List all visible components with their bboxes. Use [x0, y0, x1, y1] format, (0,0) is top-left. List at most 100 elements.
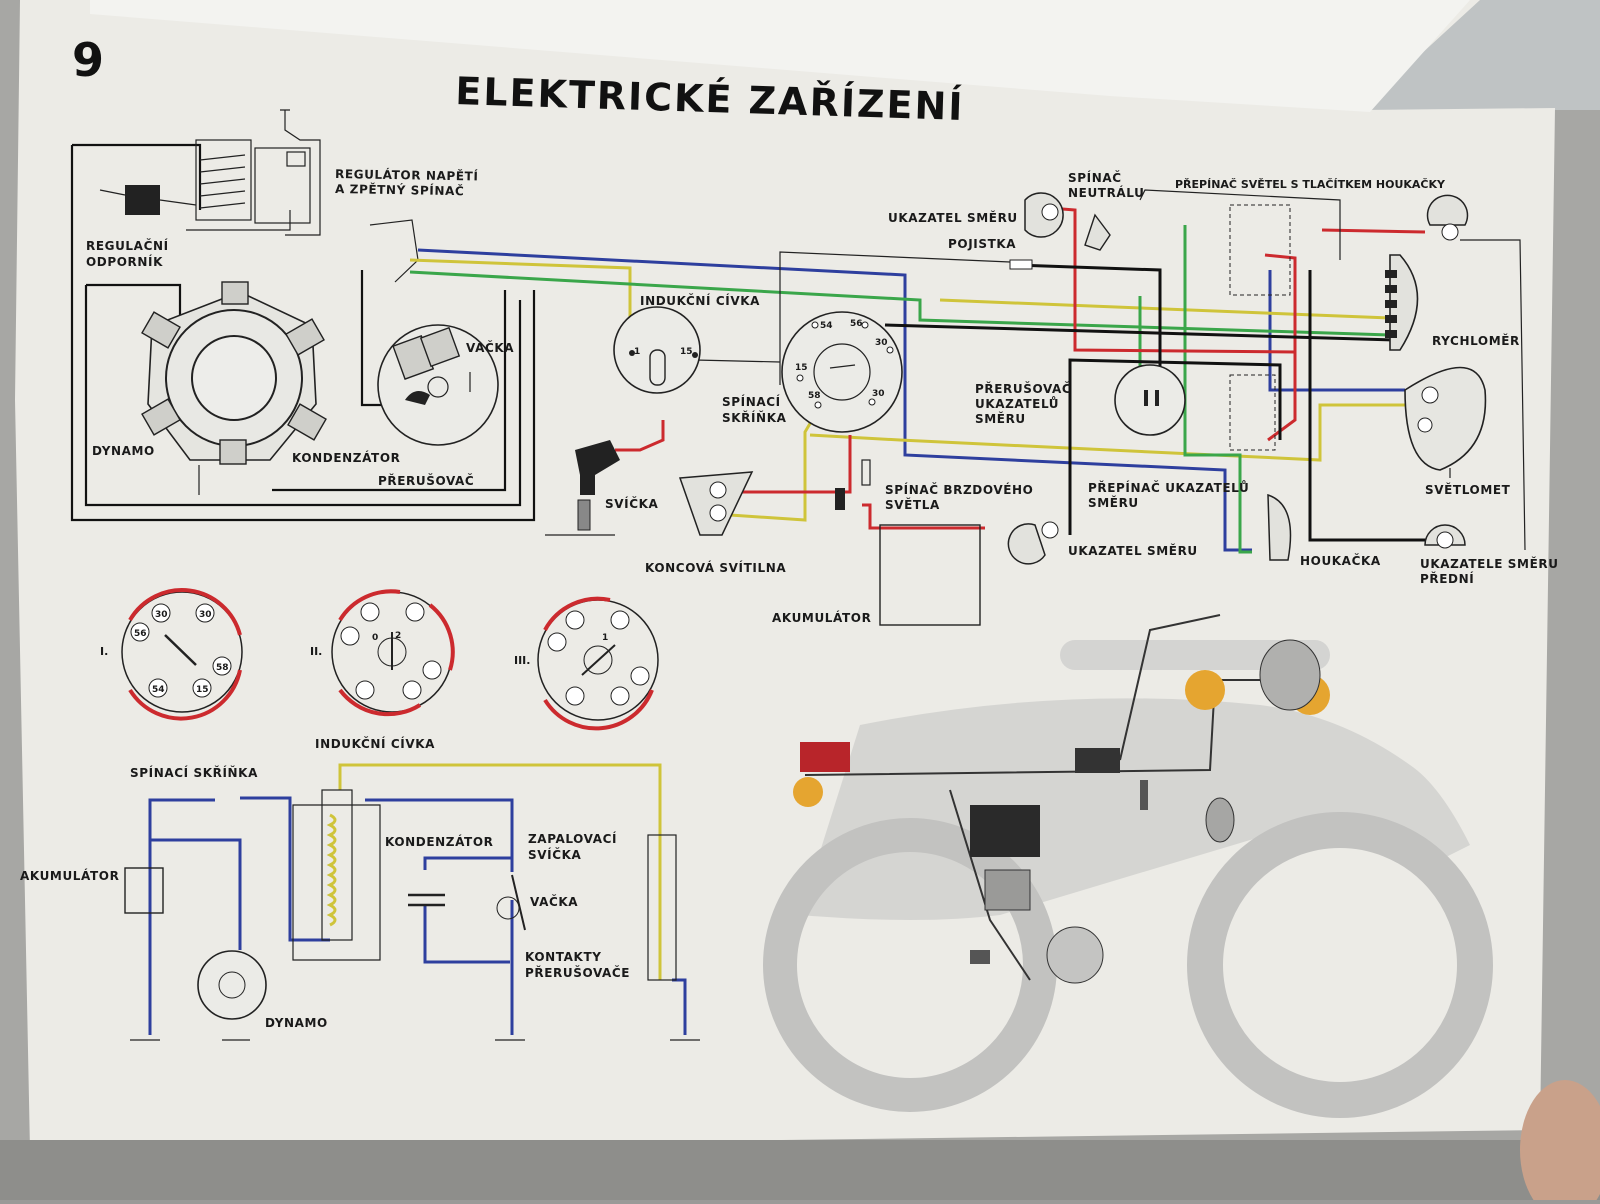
label-odpornik-2: ODPORNÍK — [86, 254, 163, 269]
wire-black-fuse — [1014, 263, 1162, 400]
label-spinaci-1: SPÍNACÍ — [722, 394, 781, 409]
label-prerus-ukaz-2: UKAZATELŮ — [975, 396, 1059, 411]
wire-black-front — [1308, 270, 1430, 542]
label-schem-kondenzator: KONDENZÁTOR — [385, 834, 494, 849]
coil-terminal-1: 1 — [634, 347, 640, 357]
battery-box — [879, 524, 981, 626]
switch-terminal-54: 54 — [820, 321, 833, 331]
label-dynamo: DYNAMO — [92, 444, 155, 458]
label-neutralu-2: NEUTRÁLU — [1068, 185, 1144, 200]
wire-thin-fuse — [779, 251, 1011, 385]
switch-position-I — [121, 588, 243, 721]
pos1-t15: 15 — [196, 685, 209, 695]
label-brzd-2: SVĚTLA — [885, 497, 940, 512]
label-indukcni-civka: INDUKČNÍ CÍVKA — [640, 293, 760, 308]
label-prerus-ukaz-3: SMĚRU — [975, 411, 1026, 426]
coil-terminal-15: 15 — [680, 347, 693, 357]
frame-wire-top — [72, 143, 202, 210]
label-schem-zapalovaci-1: ZAPALOVACÍ — [528, 831, 617, 846]
dial-mark-1: 1 — [602, 633, 608, 643]
label-koncova: KONCOVÁ SVÍTILNA — [645, 560, 786, 575]
fuse-icon — [1009, 259, 1033, 270]
switch-terminal-15: 15 — [795, 363, 808, 373]
frame-wire-outer — [70, 145, 536, 522]
wire-yellow-speedo — [939, 298, 1391, 320]
wire-thin-coil — [694, 359, 781, 363]
label-ukazatel-smeru-2: UKAZATEL SMĚRU — [1068, 543, 1198, 558]
speedometer-icon — [1385, 254, 1419, 351]
label-odpornik-1: REGULAČNÍ — [86, 238, 169, 253]
label-schem-vacka: VAČKA — [530, 894, 578, 909]
hand-holding-poster — [1520, 1080, 1600, 1204]
pos1-t54: 54 — [152, 685, 165, 695]
label-prerusovac-top: PŘERUŠOVAČ — [378, 473, 474, 488]
regulator-icon — [186, 109, 321, 236]
wire-green-main — [409, 270, 1391, 337]
frame-wire-inner — [84, 285, 522, 507]
label-akumulator: AKUMULÁTOR — [772, 610, 871, 625]
indicator-lamp-middle — [1007, 521, 1059, 565]
label-prepinac-ukaz-1: PŘEPÍNAČ UKAZATELŮ — [1088, 480, 1249, 495]
position-II-label: II. — [310, 645, 322, 658]
poster-number: 9 — [72, 33, 104, 87]
indicator-lamp-front-top — [1426, 194, 1469, 241]
label-pojistka: POJISTKA — [948, 237, 1016, 251]
switch-terminal-30a: 30 — [875, 338, 888, 348]
label-ukazatele-predni-2: PŘEDNÍ — [1420, 571, 1474, 586]
wire-blue-lamp — [1268, 270, 1405, 392]
pos1-t30b: 30 — [199, 610, 212, 620]
switch-terminal-30b: 30 — [872, 389, 885, 399]
flasher-unit-icon — [1114, 364, 1186, 436]
position-I-label: I. — [100, 645, 108, 658]
frame-wire-kond — [272, 290, 507, 492]
frame-wire-inner-top — [86, 283, 182, 320]
label-rychlomer: RYCHLOMĚR — [1432, 333, 1520, 348]
wire-blue-main — [417, 248, 1252, 552]
paper-fold — [90, 0, 1470, 112]
switch-position-II — [331, 589, 455, 717]
dial-mark-0: 0 — [372, 633, 378, 643]
label-regulator-2: A ZPĚTNÝ SPÍNAČ — [335, 181, 465, 198]
label-schem-spinaci: SPÍNACÍ SKŘÍŇKA — [130, 765, 258, 780]
wire-thin-switch — [1139, 189, 1341, 260]
wire-yellow-lamp — [809, 403, 1405, 462]
dial-mark-2: 2 — [395, 631, 401, 641]
brake-switch-icon — [835, 459, 871, 510]
label-brzd-1: SPÍNAČ BRZDOVÉHO — [885, 482, 1033, 497]
label-schem-akumulator: AKUMULÁTOR — [20, 868, 119, 883]
label-prepinac-ukaz-2: SMĚRU — [1088, 495, 1139, 510]
label-ukazatel-smeru-top: UKAZATEL SMĚRU — [888, 210, 1018, 225]
label-kondenzator-top: KONDENZÁTOR — [292, 450, 401, 465]
indicator-switch-box — [1229, 374, 1276, 451]
label-svetlomet: SVĚTLOMET — [1425, 482, 1511, 497]
generator-regulator-group: REGULÁTOR NAPĚTÍ A ZPĚTNÝ SPÍNAČ REGULAČ… — [70, 109, 536, 522]
wire-red-brake — [730, 435, 852, 494]
spark-plug-icon — [545, 440, 620, 536]
indicator-lamp-front-bottom — [1424, 524, 1466, 549]
dynamo-icon — [141, 281, 327, 495]
label-schem-dynamo: DYNAMO — [265, 1016, 328, 1030]
label-schem-zapalovaci-2: SVÍČKA — [528, 847, 581, 862]
ignition-schematic — [124, 763, 700, 1041]
label-houkacka: HOUKAČKA — [1300, 553, 1381, 568]
wire-thin-edge — [1460, 239, 1526, 551]
regulator-leader — [369, 219, 419, 283]
wire-red-front — [1321, 228, 1426, 234]
wire-red-spark — [615, 420, 665, 452]
label-schem-kontakty-1: KONTAKTY — [525, 950, 602, 964]
breaker-plate-icon — [377, 324, 499, 446]
label-vacka-top: VAČKA — [466, 340, 514, 355]
wire-green-horn — [1183, 225, 1252, 554]
label-spinaci-2: SKŘÍŇKA — [722, 410, 787, 425]
pos1-t56: 56 — [134, 629, 147, 639]
light-switch-box — [1229, 204, 1291, 296]
switch-position-III — [537, 596, 659, 731]
floor-edge — [0, 1140, 1600, 1200]
headlamp-icon — [1404, 366, 1487, 478]
ignition-switch-icon — [781, 311, 903, 433]
label-schem-kontakty-2: PŘERUŠOVAČE — [525, 965, 630, 980]
label-regulator-1: REGULÁTOR NAPĚTÍ — [335, 166, 479, 184]
wire-black-indicator — [1068, 358, 1282, 535]
